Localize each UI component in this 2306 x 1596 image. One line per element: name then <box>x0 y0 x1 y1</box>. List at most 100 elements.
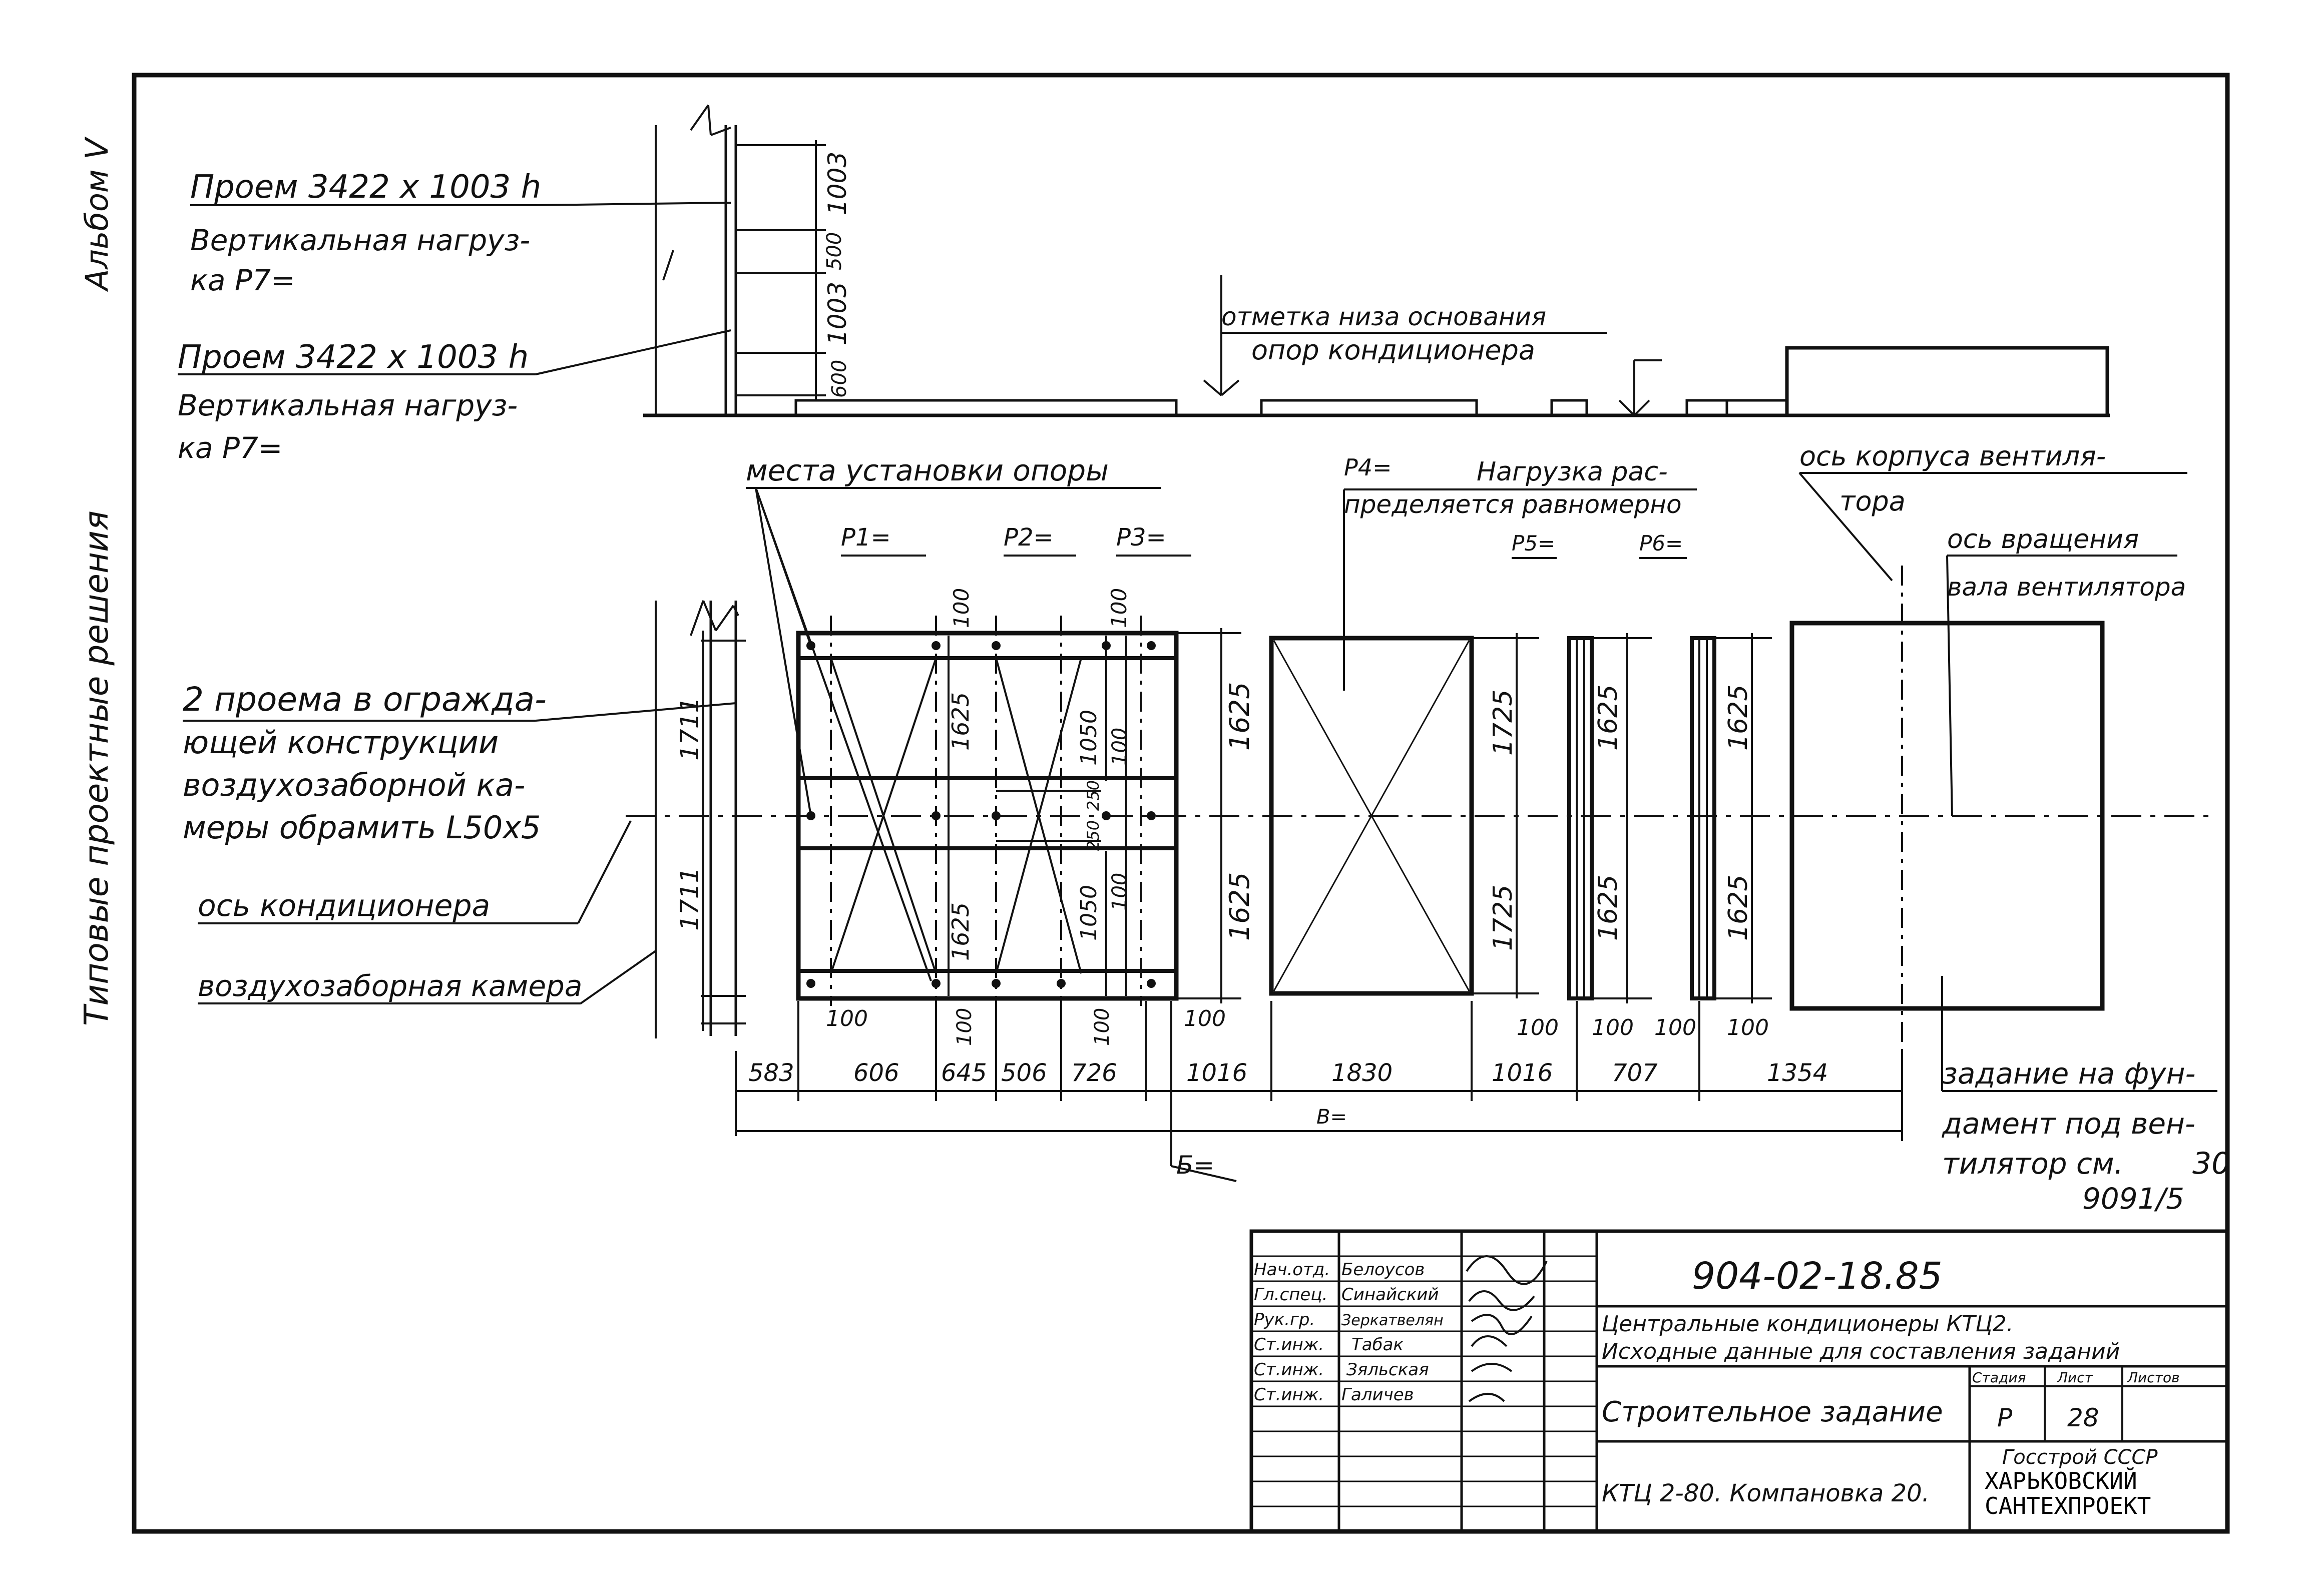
bottom-100-7: 100 <box>1654 1015 1696 1040</box>
intake-chamber-label: воздухозаборная камера <box>198 969 582 1003</box>
bottom-100-3: 100 <box>1091 1008 1114 1046</box>
frame-h2: 1625 <box>1224 872 1255 941</box>
elevation-view: 1003 500 1003 600 отметка низа основания… <box>178 104 2110 465</box>
sect2-h1: 1050 <box>1076 710 1102 766</box>
chain-506: 506 <box>1001 1059 1047 1087</box>
foundation-note-1: задание на фун- <box>1942 1056 2195 1091</box>
p5-h2: 1625 <box>1593 875 1623 941</box>
foundation-note-3: тилятор см. <box>1942 1147 2123 1181</box>
sect2-mid-250-bottom: 250 <box>1084 820 1103 851</box>
vertical-load-2-line-b: ка Р7= <box>178 431 283 465</box>
staff-role-6: Ст.инж. <box>1254 1385 1324 1405</box>
conditioner-axis-label: ось кондиционера <box>198 888 490 923</box>
support-places-label: места установки опоры <box>746 453 1109 487</box>
frame-h1: 1625 <box>1224 682 1255 751</box>
openings-note-4: меры обрамить L50x5 <box>183 809 541 846</box>
chain-645: 645 <box>941 1059 987 1087</box>
p4-h2: 1725 <box>1488 885 1518 951</box>
shaft-axis-1: ось вращения <box>1947 524 2139 555</box>
chain-707: 707 <box>1612 1059 1658 1087</box>
doc-number: 904-02-18.85 <box>1692 1255 1943 1298</box>
p4-h1: 1725 <box>1488 690 1518 756</box>
org-line-1: Госстрой СССР <box>2002 1446 2158 1469</box>
signature-scribble <box>1466 1255 1548 1402</box>
fan-body-axis-1: ось корпуса вентиля- <box>1799 440 2106 472</box>
p5-h1: 1625 <box>1593 685 1623 751</box>
p2-label: Р2= <box>1004 523 1054 552</box>
openings-note-3: воздухозаборной ка- <box>183 767 525 803</box>
bottom-100-8: 100 <box>1727 1015 1769 1040</box>
org-line-3: САНТЕХПРОЕКТ <box>1985 1492 2151 1519</box>
staff-role-1: Нач.отд. <box>1254 1260 1330 1280</box>
bottom-100-2: 100 <box>953 1008 976 1046</box>
elev-dim-500: 500 <box>823 232 846 270</box>
base-mark-line-1: отметка низа основания <box>1221 302 1546 331</box>
elev-dim-1003-bottom: 1003 <box>823 282 852 345</box>
p6-h2: 1625 <box>1723 875 1753 941</box>
chain-583: 583 <box>748 1059 794 1087</box>
chain-1830: 1830 <box>1331 1059 1393 1087</box>
stage-header: Стадия <box>1972 1369 2026 1386</box>
chain-1354: 1354 <box>1767 1059 1828 1087</box>
staff-role-3: Рук.гр. <box>1254 1310 1315 1330</box>
elev-dim-1003-top: 1003 <box>823 152 852 215</box>
left-height-2: 1711 <box>675 867 704 931</box>
openings-note-1: 2 проема в огражда- <box>183 680 547 719</box>
openings-note-2: ющей конструкции <box>183 724 499 761</box>
opening-1-label: Проем 3422 x 1003 h <box>190 169 541 206</box>
sect2-mid-250-top: 250 <box>1084 780 1103 811</box>
p6-label: Р6= <box>1639 531 1683 556</box>
bottom-100-6: 100 <box>1592 1015 1634 1040</box>
shaft-axis-2: вала вентилятора <box>1947 573 2186 602</box>
title-block: Нач.отд. Белоусов Гл.спец. Синайский Рук… <box>1249 1229 2229 1533</box>
foundation-note-4: 9091/5 <box>2082 1182 2184 1216</box>
sect2-mid-100-top: 100 <box>1108 728 1131 766</box>
vertical-load-1-line-a: Вертикальная нагруз- <box>190 223 530 257</box>
total-b: B= <box>1316 1106 1347 1129</box>
sheets-header: Листов <box>2127 1369 2180 1386</box>
title-line-2: Исходные данные для составления заданий <box>1602 1339 2120 1364</box>
sect2-mid-100-bottom: 100 <box>1108 873 1131 911</box>
p6-h1: 1625 <box>1723 685 1753 751</box>
plan-view: 1711 1711 1625 1625 10 <box>183 440 2230 1216</box>
stage-value: Р <box>1997 1403 2013 1432</box>
staff-name-4: Табак <box>1351 1335 1404 1355</box>
staff-name-5: Зяльская <box>1346 1360 1429 1380</box>
foundation-note-2: дамент под вен- <box>1942 1107 2195 1141</box>
staff-name-3: Зеркатвелян <box>1341 1312 1444 1329</box>
title-line-1: Центральные кондиционеры КТЦ2. <box>1602 1311 2014 1337</box>
vertical-load-1-line-b: ка Р7= <box>190 263 295 297</box>
staff-name-6: Галичев <box>1341 1385 1414 1405</box>
staff-role-4: Ст.инж. <box>1254 1335 1324 1355</box>
p4-note-2: пределяется равномерно <box>1344 490 1682 519</box>
p3-label: Р3= <box>1116 523 1166 552</box>
page-number: 30 <box>2192 1146 2230 1181</box>
task-title: Строительное задание <box>1602 1396 1943 1428</box>
elev-dim-600: 600 <box>828 360 851 398</box>
vertical-load-2-line-a: Вертикальная нагруз- <box>178 388 518 422</box>
staff-name-1: Белоусов <box>1341 1260 1425 1280</box>
bottom-100-1: 100 <box>826 1006 868 1031</box>
chain-1016-a: 1016 <box>1186 1059 1247 1087</box>
sect1-top-100: 100 <box>949 588 974 628</box>
p1-label: Р1= <box>841 523 891 552</box>
org-line-2: ХАРЬКОВСКИЙ <box>1985 1467 2137 1494</box>
sheet-value: 28 <box>2067 1403 2099 1432</box>
chain-1016-b: 1016 <box>1492 1059 1553 1087</box>
bottom-100-4: 100 <box>1184 1006 1226 1031</box>
p4-note-1: Нагрузка рас- <box>1477 457 1668 487</box>
staff-role-5: Ст.инж. <box>1254 1360 1324 1380</box>
p5-label: Р5= <box>1512 531 1555 556</box>
sect2-h2: 1050 <box>1076 885 1102 941</box>
sheet-header: Лист <box>2057 1369 2093 1386</box>
base-mark-line-2: опор кондиционера <box>1251 334 1535 366</box>
chain-726: 726 <box>1071 1059 1117 1087</box>
staff-role-2: Гл.спец. <box>1254 1285 1327 1305</box>
fan-body-axis-2: тора <box>1839 485 1906 517</box>
sheet-frame <box>132 73 2230 1534</box>
layout-title: КТЦ 2-80. Компановка 20. <box>1602 1479 1930 1507</box>
sect1-h2: 1625 <box>947 902 974 961</box>
bottom-100-5: 100 <box>1517 1015 1559 1040</box>
sect2-top-100: 100 <box>1107 588 1131 628</box>
